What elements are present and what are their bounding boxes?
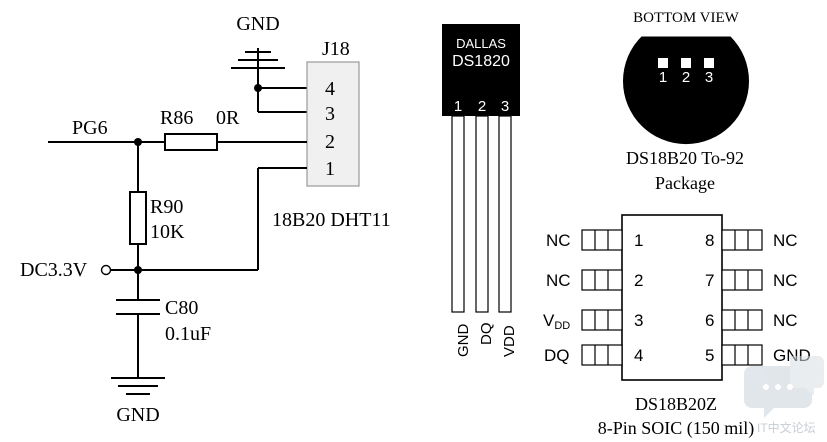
- r86-label: R86: [160, 107, 193, 129]
- soic-pin-8: 8: [705, 231, 714, 250]
- watermark-text: IT中文论坛: [757, 420, 816, 435]
- soic-right-label-7: NC: [773, 271, 798, 290]
- net-pg6-label: PG6: [72, 117, 108, 139]
- soic-pin-1: 1: [634, 231, 643, 250]
- to92-front-view: DALLAS DS1820 1 2 3 GND DQ VDD: [442, 24, 520, 357]
- gnd-bottom-symbol: GND: [111, 377, 165, 426]
- soic-pin-7: 7: [705, 271, 714, 290]
- soic-left-label-1: NC: [546, 231, 571, 250]
- part-label: DS1820: [452, 53, 510, 70]
- lead-pin-1-label: 1: [454, 98, 462, 115]
- lead-dq-label: DQ: [478, 323, 495, 346]
- to92-body-outline: [623, 36, 749, 145]
- lead-vdd: [498, 115, 512, 313]
- r86-value: 0R: [216, 107, 240, 129]
- lead-pin-3-label: 3: [501, 98, 509, 115]
- soic-left-label-4: DQ: [544, 346, 570, 365]
- soic-pin-2: 2: [634, 271, 643, 290]
- soic-body: [621, 214, 723, 381]
- watermark: IT中文论坛: [744, 356, 824, 435]
- brand-label: DALLAS: [456, 36, 506, 51]
- supply-terminal: [100, 264, 112, 276]
- connector-j18: J18 4 3 2 1 18B20 DHT11: [272, 38, 391, 231]
- lead-pin-2-label: 2: [478, 98, 486, 115]
- pin-2-label: 2: [325, 131, 335, 153]
- capacitor-c80: C80 0.1uF: [116, 297, 211, 345]
- soic-caption-line2: 8-Pin SOIC (150 mil): [598, 418, 755, 439]
- junction-dot: [254, 84, 262, 92]
- soic-left-pads: [581, 229, 623, 366]
- soic-right-label-8: NC: [773, 231, 798, 250]
- resistor-r86: R86 0R: [160, 107, 240, 151]
- soic-pin-6: 6: [705, 311, 714, 330]
- resistor-r90: R90 10K: [129, 191, 185, 245]
- to92-bottom-view: BOTTOM VIEW 1 2 3 DS18B20 To-92 Package: [623, 10, 749, 193]
- soic-pin-5: 5: [705, 346, 714, 365]
- c80-label: C80: [165, 297, 198, 319]
- soic-left-label-3: VDD: [543, 311, 570, 332]
- lead-gnd: [451, 115, 465, 313]
- soic-caption-line1: DS18B20Z: [635, 394, 717, 414]
- soic-right-label-6: NC: [773, 311, 798, 330]
- pin-1-label: 1: [325, 158, 335, 180]
- soic-pin-4: 4: [634, 346, 643, 365]
- r90-label: R90: [150, 196, 183, 218]
- soic-right-pads: [721, 229, 763, 366]
- lead-vdd-label: VDD: [501, 325, 518, 357]
- pin-4-label: 4: [325, 78, 335, 100]
- junction-dot: [134, 266, 142, 274]
- soic-left-label-2: NC: [546, 271, 571, 290]
- c80-value: 0.1uF: [165, 323, 211, 345]
- connector-note: 18B20 DHT11: [272, 209, 391, 231]
- chat-bubble-back-icon: [790, 356, 824, 396]
- lead-dq: [475, 115, 489, 313]
- bottom-pin-1-label: 1: [659, 69, 667, 86]
- bottom-pin-3-label: 3: [705, 69, 713, 86]
- lead-gnd-label: GND: [455, 324, 472, 358]
- soic-package: NC NC VDD DQ 1 2 3 4 8 7 6 5 NC NC NC GN…: [543, 214, 811, 439]
- to92-caption-line2: Package: [655, 173, 715, 193]
- gnd-bottom-label: GND: [116, 404, 159, 426]
- pin-3-label: 3: [325, 103, 335, 125]
- schematic: GND J18 4 3 2 1 18B20 DHT11 PG6 R86 0R: [20, 13, 391, 426]
- gnd-top-label: GND: [236, 13, 279, 35]
- supply-label: DC3.3V: [20, 259, 88, 281]
- bottom-view-title: BOTTOM VIEW: [633, 10, 740, 26]
- bottom-pin-2-label: 2: [682, 69, 690, 86]
- r90-value: 10K: [150, 221, 185, 243]
- connector-ref: J18: [322, 38, 350, 60]
- soic-pin-3: 3: [634, 311, 643, 330]
- to92-caption-line1: DS18B20 To-92: [626, 148, 744, 168]
- gnd-top-symbol: GND: [231, 13, 285, 69]
